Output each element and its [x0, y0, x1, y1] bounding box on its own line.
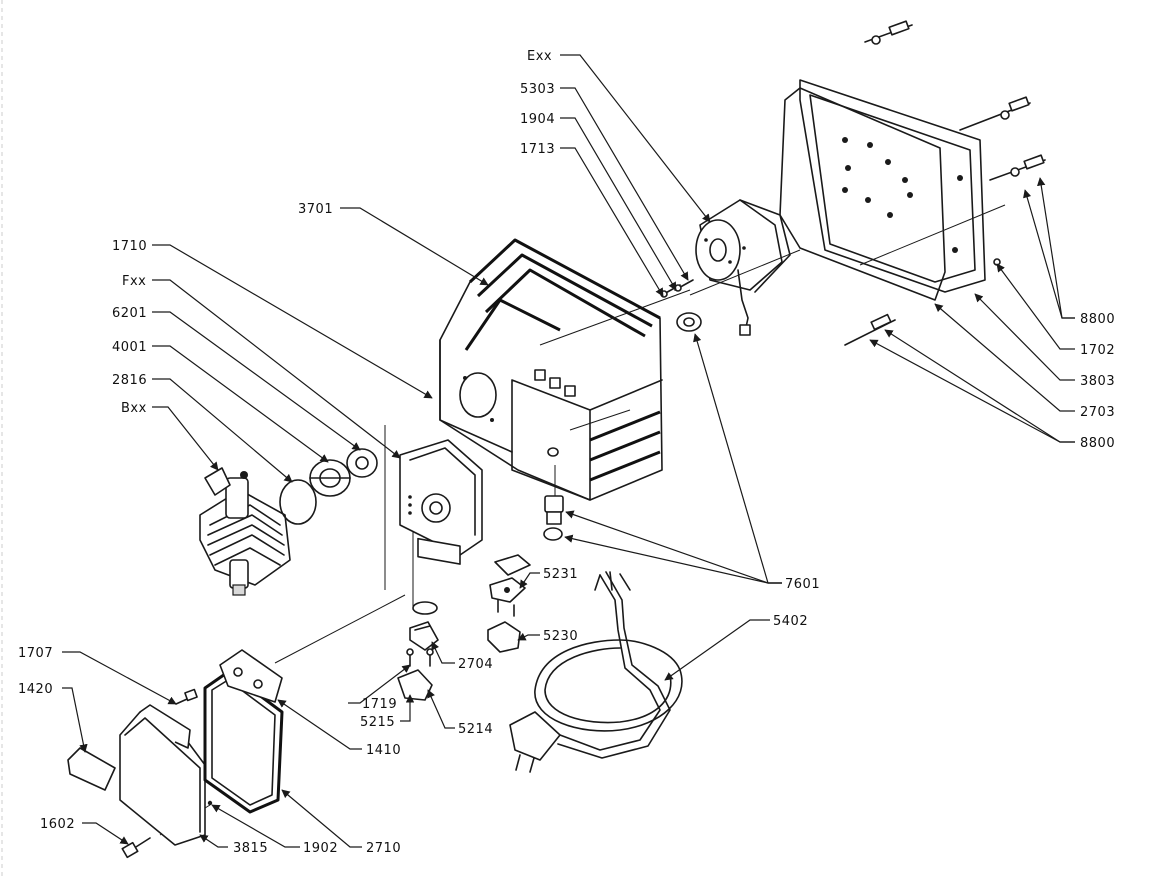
cable-gland-7601 [543, 312, 702, 541]
disc-6201 [346, 448, 378, 478]
label-1904: 1904 [520, 112, 555, 127]
screw-1602 [121, 837, 151, 859]
screw-1707 [175, 688, 198, 705]
label-1420: 1420 [18, 682, 53, 697]
hinge-1410 [219, 649, 283, 703]
label-5230: 5230 [543, 629, 578, 644]
front-cover-3815 [119, 704, 206, 846]
label-7601: 7601 [785, 577, 820, 592]
label-1602: 1602 [40, 817, 75, 832]
label-1707: 1707 [18, 646, 53, 661]
o-ring-2816 [279, 479, 317, 525]
label-3803: 3803 [1080, 374, 1115, 389]
label-5231: 5231 [543, 567, 578, 582]
label-5215: 5215 [360, 715, 395, 730]
label-1410: 1410 [366, 743, 401, 758]
bolts-8800 [844, 20, 1046, 346]
label-exx: Exx [527, 49, 552, 64]
label-2703: 2703 [1080, 405, 1115, 420]
leader-lines [62, 54, 1075, 848]
connector-5230 [487, 621, 521, 653]
label-1710: 1710 [112, 239, 147, 254]
label-5214: 5214 [458, 722, 493, 737]
label-3815: 3815 [233, 841, 268, 856]
label-1719: 1719 [362, 697, 397, 712]
pump-head-bxx [199, 467, 291, 596]
label-2710: 2710 [366, 841, 401, 856]
connector-5231 [489, 554, 531, 617]
label-3701: 3701 [298, 202, 333, 217]
label-2816: 2816 [112, 373, 147, 388]
gasket-2703 [779, 87, 946, 301]
label-1902: 1902 [303, 841, 338, 856]
diaphragm-4001 [309, 459, 351, 497]
label-bxx: Bxx [121, 401, 147, 416]
label-5402: 5402 [773, 614, 808, 629]
label-5303: 5303 [520, 82, 555, 97]
label-1713: 1713 [520, 142, 555, 157]
control-panel [399, 439, 483, 565]
label-8800-bottom: 8800 [1080, 436, 1115, 451]
housing-3701 [439, 238, 663, 501]
label-1702: 1702 [1080, 343, 1115, 358]
label-6201: 6201 [112, 306, 147, 321]
label-8800-top: 8800 [1080, 312, 1115, 327]
label-fxx: Fxx [122, 274, 146, 289]
power-cable-5402 [509, 571, 683, 773]
connector-5215 [397, 669, 433, 701]
screw-1719 [406, 648, 434, 667]
part-labels: Exx 5303 1904 1713 3701 1710 Fxx 6201 40… [18, 49, 1115, 856]
back-cover-3803 [799, 79, 986, 293]
label-4001: 4001 [112, 340, 147, 355]
label-2704: 2704 [458, 657, 493, 672]
connector-2704 [409, 601, 439, 651]
motor-exx [695, 199, 791, 336]
label-1420 [67, 747, 116, 791]
